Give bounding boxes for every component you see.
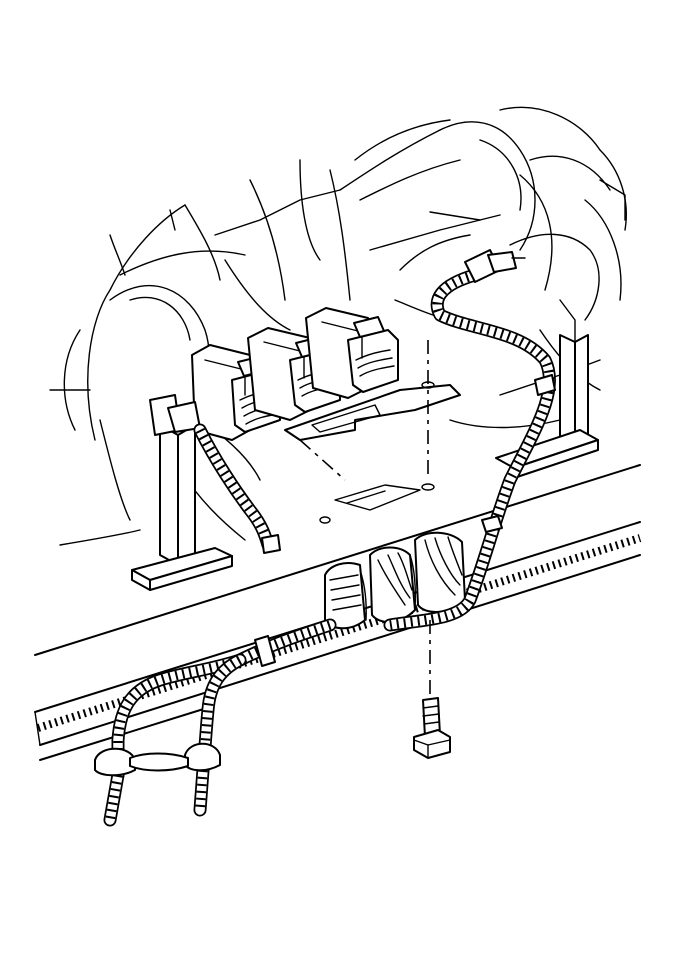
main-harness-bundle (324, 531, 466, 630)
mounting-bolt (413, 620, 451, 759)
left-mounting-post (131, 424, 233, 591)
connector-block-3 (305, 307, 399, 399)
engine-block-outline (49, 106, 627, 546)
left-bracket-clip (149, 394, 201, 436)
dual-wire-clamp (94, 742, 221, 777)
cable-tie-clips (254, 374, 556, 667)
mounting-plate (284, 340, 461, 524)
right-upper-connector (464, 249, 526, 283)
